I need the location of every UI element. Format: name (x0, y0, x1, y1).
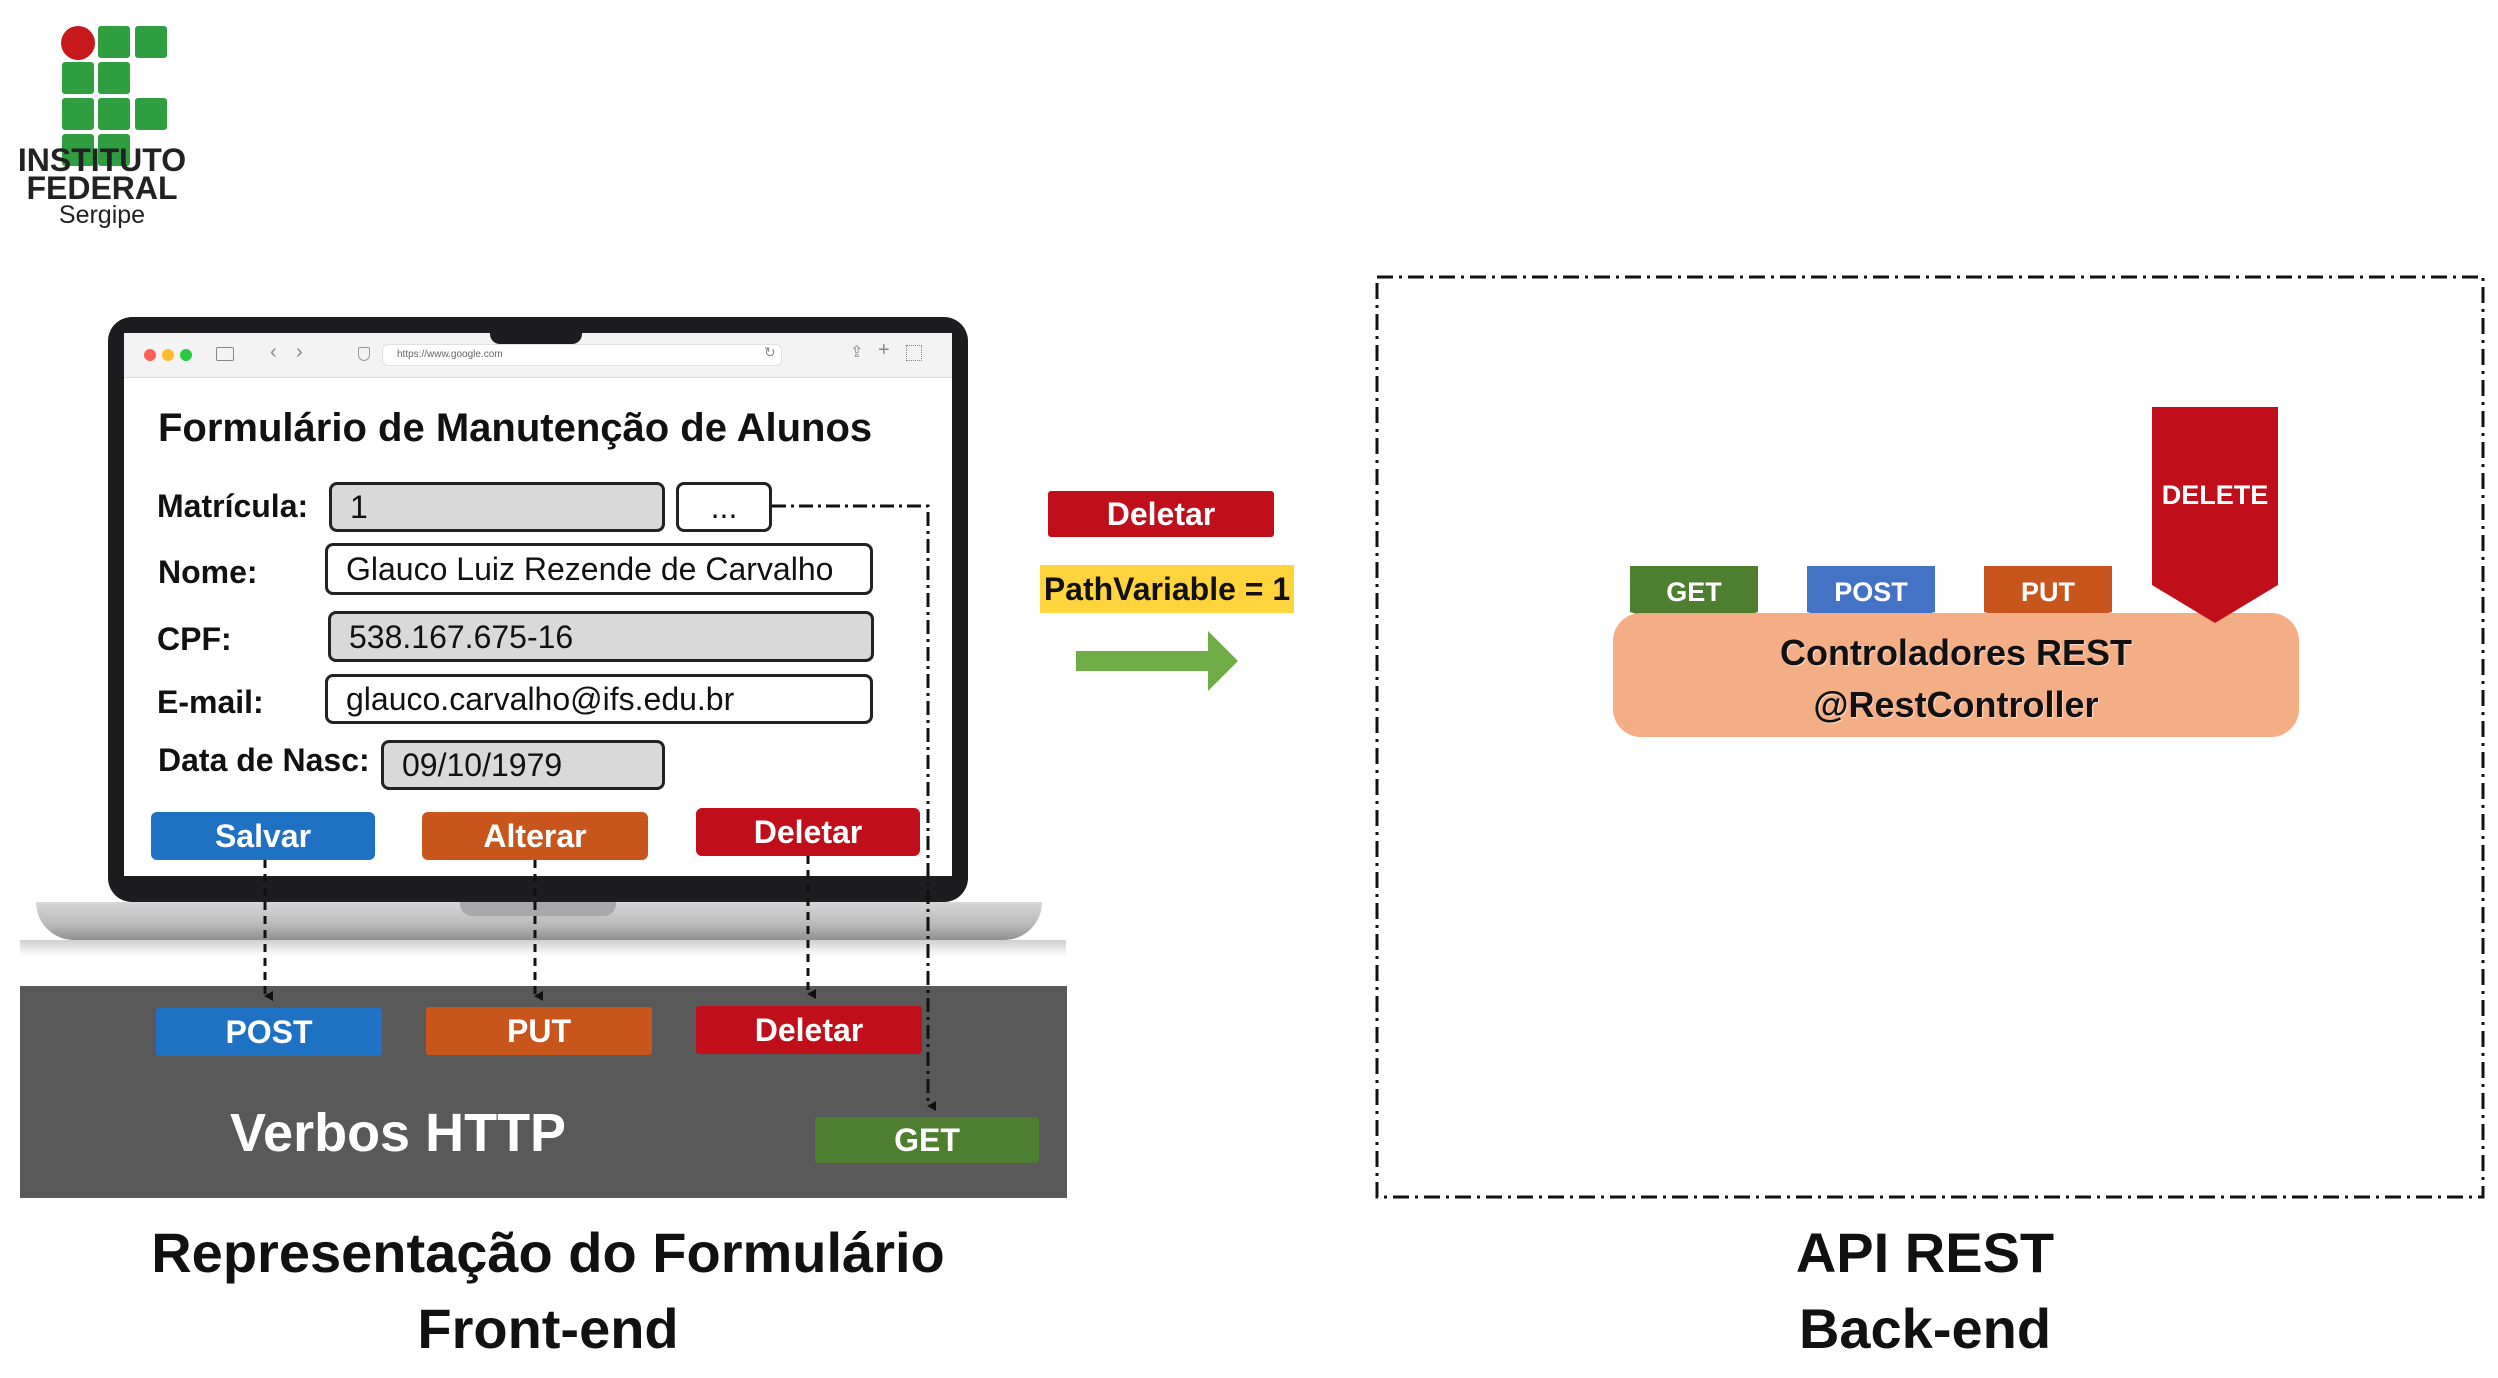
delete-tab-label: DELETE (2161, 480, 2269, 510)
nasc-label: Data de Nasc: (158, 742, 370, 778)
lookup-to-get-line (772, 504, 936, 1111)
alterar-button[interactable]: Alterar (422, 812, 648, 860)
logo-red-dot (61, 26, 95, 60)
rest-controller-block: Controladores REST @RestController (1613, 613, 2299, 737)
put-verb: PUT (426, 1007, 652, 1055)
browser-toolbar: ‹ › https://www.google.com ↻ ⇪ + (124, 333, 952, 378)
nome-field[interactable]: Glauco Luiz Rezende de Carvalho (325, 543, 873, 595)
address-bar[interactable]: https://www.google.com (382, 344, 782, 366)
delete-tab (2152, 407, 2278, 623)
email-label: E-mail: (157, 684, 264, 720)
post-tab-label: POST (1834, 577, 1908, 607)
delete-verb: Deletar (696, 1006, 922, 1054)
share-icon[interactable]: ⇪ (850, 344, 864, 361)
back-end-caption: API REST Back-end (1600, 1215, 2250, 1366)
email-field[interactable]: glauco.carvalho@ifs.edu.br (325, 674, 873, 724)
nasc-field[interactable]: 09/10/1979 (381, 740, 665, 790)
path-variable-badge: PathVariable = 1 (1040, 565, 1294, 613)
forward-icon[interactable]: › (296, 341, 303, 363)
tabs-overview-icon[interactable] (906, 345, 922, 361)
new-tab-icon[interactable]: + (878, 339, 890, 361)
laptop-base-notch (460, 902, 616, 916)
lookup-button[interactable]: ... (676, 482, 772, 532)
logo-line-2: FEDERAL (26, 170, 178, 206)
get-verb: GET (815, 1117, 1039, 1163)
nome-label: Nome: (158, 554, 258, 590)
reload-icon[interactable]: ↻ (764, 344, 776, 360)
get-tab-label: GET (1666, 577, 1722, 607)
logo-line-1: INSTITUTO (17, 142, 187, 178)
verbs-title: Verbos HTTP (230, 1103, 567, 1163)
put-tab-label: PUT (2021, 577, 2075, 607)
request-action-badge: Deletar (1048, 491, 1274, 537)
close-dot-icon[interactable] (144, 349, 156, 361)
request-arrow-icon (1076, 631, 1238, 691)
institute-logo (58, 24, 168, 166)
controller-line-1: Controladores REST (1779, 632, 2133, 673)
shield-icon (358, 347, 370, 361)
matricula-label: Matrícula: (157, 488, 309, 524)
controller-line-2: @RestController (1813, 684, 2099, 725)
back-caption-line-2: Back-end (1798, 1296, 2052, 1360)
laptop-notch (490, 322, 582, 344)
salvar-button[interactable]: Salvar (151, 812, 375, 860)
deletar-button[interactable]: Deletar (696, 808, 920, 856)
front-caption-line-1: Representação do Formulário (151, 1221, 945, 1284)
cpf-label: CPF: (157, 621, 232, 657)
cpf-field[interactable]: 538.167.675-16 (328, 611, 874, 662)
matricula-field[interactable]: 1 (329, 482, 665, 532)
laptop-shadow (20, 940, 1066, 956)
post-verb: POST (156, 1008, 382, 1056)
minimize-dot-icon[interactable] (162, 349, 174, 361)
back-icon[interactable]: ‹ (270, 341, 277, 363)
sidebar-icon[interactable] (216, 347, 234, 361)
logo-line-3: Sergipe (58, 201, 146, 229)
form-title: Formulário de Manutenção de Alunos (158, 406, 873, 450)
front-end-caption: Representação do Formulário Front-end (40, 1215, 1056, 1366)
back-caption-line-1: API REST (1795, 1221, 2055, 1284)
front-caption-line-2: Front-end (417, 1296, 679, 1360)
maximize-dot-icon[interactable] (180, 349, 192, 361)
